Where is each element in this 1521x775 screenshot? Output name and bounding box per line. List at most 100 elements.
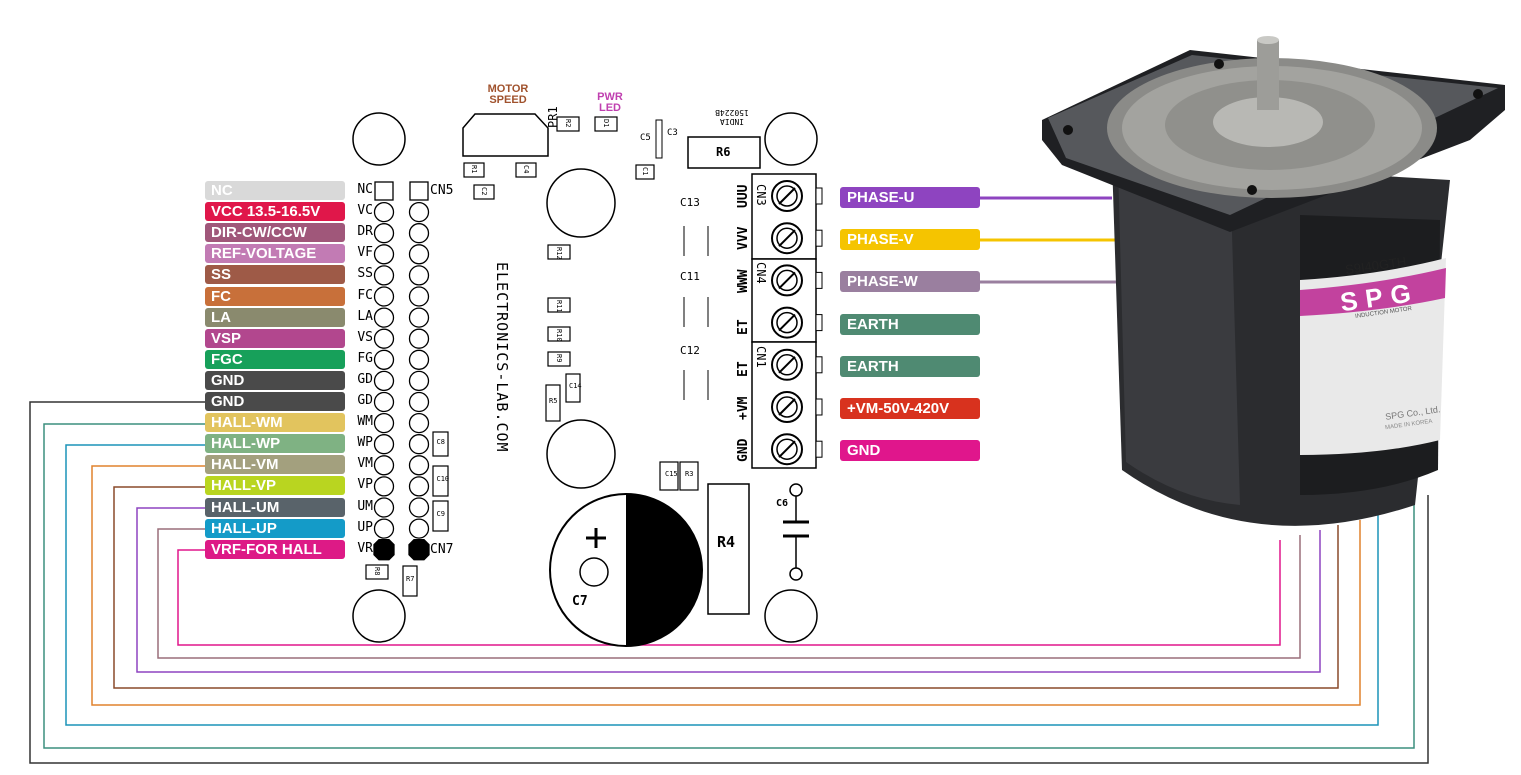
header-pin xyxy=(373,518,395,539)
smd-part xyxy=(515,162,537,178)
label-fc: FC xyxy=(205,286,345,306)
smd-part xyxy=(547,326,571,342)
label-vcc-13-5-16-5v: VCC 13.5-16.5V xyxy=(205,202,345,222)
label-hall-wp: HALL-WP xyxy=(205,434,345,454)
header-pin xyxy=(408,286,430,307)
header-pin xyxy=(373,497,395,518)
part-label: C14 xyxy=(569,382,582,390)
header-pin xyxy=(373,455,395,476)
smd-part xyxy=(659,461,679,491)
smd-part xyxy=(432,465,449,497)
smd-part xyxy=(547,351,571,367)
label-earth: EARTH xyxy=(840,313,980,335)
header-pin xyxy=(373,307,395,328)
pin-label: NC xyxy=(357,182,373,197)
cap-c11 xyxy=(683,297,709,327)
part-label: R11 xyxy=(555,300,563,313)
header-pin xyxy=(408,307,430,328)
part-label: R7 xyxy=(406,575,415,583)
pwr-led-label: PWR LED xyxy=(597,91,623,114)
c5-label: C5 xyxy=(640,133,651,143)
header-pin xyxy=(408,455,430,476)
header-pin xyxy=(408,328,430,349)
label-phase-v: PHASE-V xyxy=(840,229,980,251)
pin-label: WM xyxy=(357,414,373,430)
c3-label: C3 xyxy=(667,128,678,138)
cn1-label: CN1 xyxy=(754,346,768,368)
pin-label: FG xyxy=(357,350,373,366)
label-hall-vp: HALL-VP xyxy=(205,476,345,496)
pin-label: WP xyxy=(357,435,373,451)
terminal-label: ET xyxy=(736,319,751,335)
mount-hole xyxy=(352,589,406,643)
smd-part xyxy=(545,384,561,422)
label-ref-voltage: REF-VOLTAGE xyxy=(205,244,345,264)
part-label: D1 xyxy=(602,119,610,128)
r4-label: R4 xyxy=(717,533,736,551)
header-pin xyxy=(409,181,429,201)
header-pin xyxy=(373,434,395,455)
cn7-label: CN7 xyxy=(430,542,454,557)
cap-c12 xyxy=(683,370,709,400)
part-label: C4 xyxy=(522,165,530,174)
label-earth: EARTH xyxy=(840,355,980,377)
pin-label: DR xyxy=(357,224,373,240)
part-label: C2 xyxy=(480,187,488,196)
header-pin xyxy=(373,412,395,434)
capacitor-c6 xyxy=(783,483,809,581)
label-hall-um: HALL-UM xyxy=(205,497,345,517)
part-label: C1 xyxy=(641,167,649,176)
header-pin xyxy=(408,201,430,223)
c11-label: C11 xyxy=(680,270,700,283)
header-pin xyxy=(373,328,395,349)
header-pin xyxy=(408,497,430,518)
mount-hole xyxy=(764,589,818,643)
terminal-label: WWW xyxy=(736,269,751,293)
pin-label: UM xyxy=(357,498,373,514)
pin-label: VF xyxy=(357,245,373,261)
wire-hall-um xyxy=(136,507,1321,673)
pin-label: VP xyxy=(357,477,373,493)
pin-label: FC xyxy=(357,287,373,303)
resistor-r6 xyxy=(687,136,761,169)
wire-hall-wm xyxy=(43,423,1415,749)
label-hall-wm: HALL-WM xyxy=(205,413,345,433)
motor xyxy=(1042,36,1505,526)
smd-part xyxy=(432,500,449,532)
inductor xyxy=(546,168,616,238)
mount-hole xyxy=(764,112,818,166)
label-phase-u: PHASE-U xyxy=(840,187,980,208)
pin-label: VC xyxy=(357,203,373,219)
label--vm-50v-420v: +VM-50V-420V xyxy=(840,398,980,419)
header-cn7 xyxy=(408,181,430,561)
smd-part xyxy=(547,244,571,260)
inductor xyxy=(546,419,616,489)
header-pin xyxy=(408,244,430,265)
label-hall-vm: HALL-VM xyxy=(205,455,345,475)
wire-hall-vp xyxy=(113,486,1339,689)
wire-hall-wp xyxy=(65,444,1379,726)
part-label: R9 xyxy=(555,354,563,363)
pin-label: VS xyxy=(357,329,373,345)
label-dir-cw-ccw: DIR-CW/CCW xyxy=(205,223,345,243)
part-label: R2 xyxy=(564,119,572,128)
wire-hall-up xyxy=(157,528,1301,659)
header-pin xyxy=(373,286,395,307)
header-pin xyxy=(408,370,430,392)
pr1-label: PR1 xyxy=(546,106,560,128)
header-pin xyxy=(408,391,430,413)
part-label: R5 xyxy=(549,397,558,405)
smd-part xyxy=(402,565,418,597)
header-pin xyxy=(374,181,394,201)
india-code: INDIA 150224B xyxy=(715,108,749,126)
part-label: C8 xyxy=(436,438,445,446)
terminal-label: ET xyxy=(736,361,751,377)
pin-label: GD xyxy=(357,393,373,408)
smd-part xyxy=(679,461,699,491)
header-pin xyxy=(373,265,395,286)
c6-label: C6 xyxy=(776,498,789,509)
label-gnd: GND xyxy=(205,370,345,390)
